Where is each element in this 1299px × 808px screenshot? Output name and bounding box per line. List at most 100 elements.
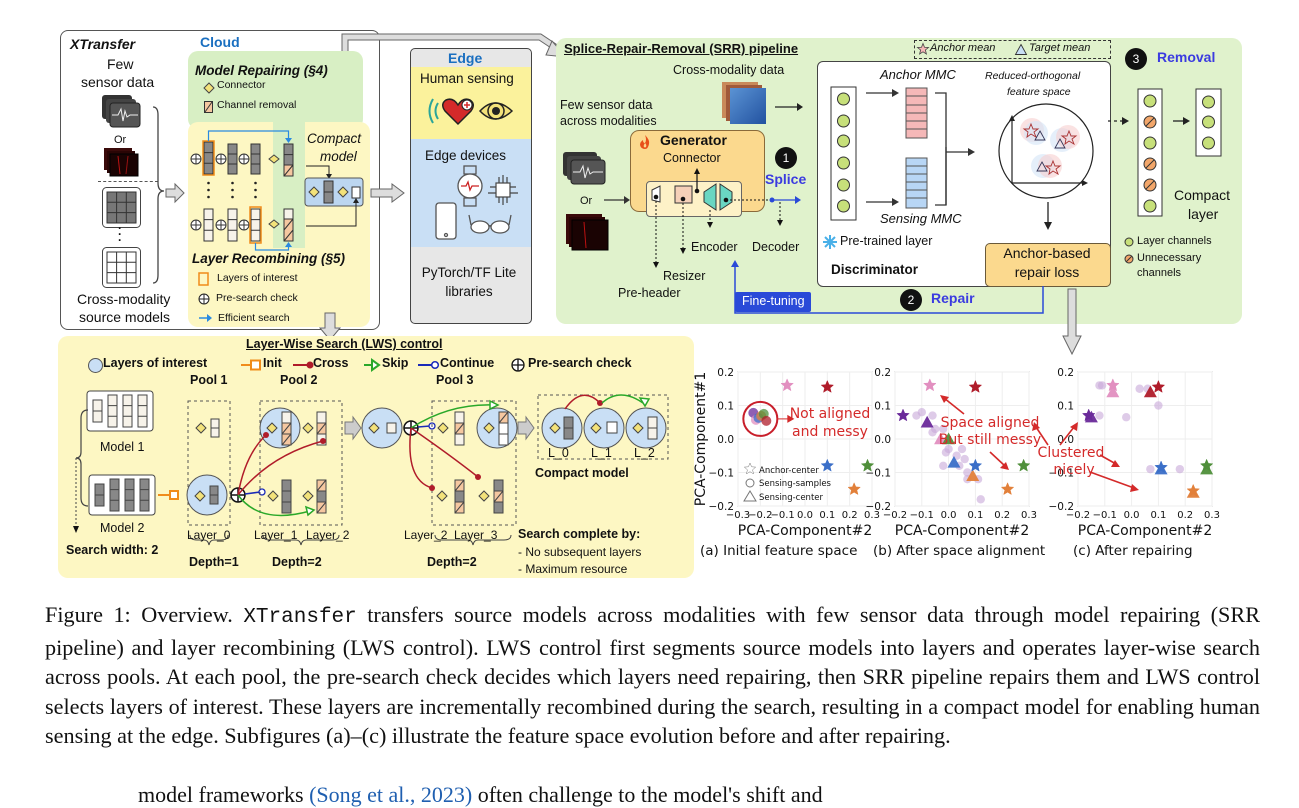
anchor-center-star: [1000, 482, 1015, 496]
lws-legend-presearch: Pre-search check: [528, 356, 632, 370]
legend-anchor-center: Anchor-center: [759, 466, 819, 476]
legend-star-icon: [743, 462, 757, 475]
subfigure-caption: (b) After space alignment: [873, 543, 1045, 559]
x-tick-label: 0.3: [1021, 510, 1037, 521]
presearch-check-icon: [198, 293, 210, 305]
search-complete-title: Search complete by:: [518, 527, 641, 541]
channel-removal-legend: Channel removal: [217, 99, 297, 111]
annotation-arrowhead: [1070, 422, 1078, 431]
sensing-sample-point: [1146, 464, 1155, 474]
sensing-mmc-label: Sensing MMC: [880, 211, 962, 226]
or-label: Or: [114, 134, 127, 146]
splice-arrow: [769, 196, 801, 204]
search-complete-item2: - Maximum resource: [518, 562, 628, 576]
y-tick-label: 0.2: [717, 367, 734, 379]
sensing-sample-point: [1122, 413, 1131, 422]
sensor-waveform-icon: [102, 95, 141, 128]
human-sensing-icons: [428, 98, 514, 126]
x-tick-label: −0.2: [1066, 510, 1090, 521]
step3-badge: 3: [1125, 48, 1147, 70]
anchor-center-star: [1106, 378, 1120, 392]
repair-loss-box: [985, 243, 1111, 287]
chip-icon: [488, 175, 518, 205]
x-axis-label: PCA-Component#2: [738, 523, 872, 539]
anchor-mmc-label: Anchor MMC: [880, 67, 956, 82]
sensing-center-triangle: [966, 469, 980, 482]
layers-of-interest-icon: [198, 272, 209, 286]
lws-compact-model-label: Compact model: [535, 466, 629, 480]
y-tick-label: −0.1: [866, 468, 892, 480]
pool2-label: Pool 2: [280, 373, 318, 387]
sensing-cluster-point: [761, 415, 772, 426]
arrow-to-edge: [370, 183, 405, 203]
few-sensor-across-line2: across modalities: [560, 114, 657, 128]
few-sensor-line2: sensor data: [81, 74, 155, 90]
layer-channels-legend: Layer channels: [1137, 235, 1212, 247]
preheader-label: Pre-header: [618, 286, 681, 300]
repair-label: Repair: [931, 290, 975, 306]
arrow-or-to-generator: [604, 196, 630, 204]
annotation-arrow: [943, 397, 965, 415]
feature-space-line2: feature space: [1007, 86, 1071, 98]
l1-label: L_1: [591, 446, 612, 460]
feature-space-line1: Reduced-orthogonal: [985, 70, 1081, 82]
depth2b-label: Depth=2: [427, 555, 477, 569]
step2-badge: 2: [900, 289, 922, 311]
model1-label: Model 1: [100, 440, 145, 454]
lws-legend-skip: Skip: [382, 356, 409, 370]
anchor-center-star: [820, 458, 835, 472]
dashed-divider: [98, 181, 158, 182]
depth1-label: Depth=1: [189, 555, 239, 569]
annotation-text: But still messy: [939, 432, 1041, 448]
model2-icon: [88, 474, 156, 516]
legend-sensing-samples: Sensing-samples: [759, 479, 832, 489]
anchor-center-star: [1186, 483, 1201, 497]
annotation-arrow: [1089, 471, 1135, 489]
x-tick-label: −0.1: [1093, 510, 1117, 521]
compact-model-box: [304, 165, 364, 227]
libraries-line1: PyTorch/TF Lite: [421, 265, 517, 280]
xtransfer-title: XTransfer: [70, 36, 136, 52]
channels-legend: channels: [1137, 267, 1182, 279]
sensing-sample-point: [939, 424, 948, 434]
layer0-label: Layer_0: [187, 528, 231, 542]
x-tick-label: 0.0: [941, 510, 957, 521]
anchor-center-star: [1151, 379, 1166, 393]
sensing-sample-point: [976, 495, 985, 504]
splice-label: Splice: [765, 171, 807, 187]
lws-legend-cross: Cross: [313, 356, 349, 370]
anchor-center-star: [968, 458, 983, 472]
annotation-text: nicely: [1053, 462, 1094, 478]
layer-channel-icon: [1124, 237, 1134, 247]
compact-layer-line1: Compact: [1174, 187, 1231, 203]
layer2b-label: Layer_2: [404, 528, 448, 542]
x-tick-label: −0.1: [910, 510, 934, 521]
sensing-sample-point: [928, 428, 937, 437]
lws-legend-layers: Layers of interest: [103, 356, 208, 370]
fire-icon: [640, 135, 650, 149]
sensing-sample-point: [928, 411, 937, 420]
y-tick-label: 0.0: [874, 434, 891, 446]
highlight-circle: [742, 400, 779, 437]
annotation-arrowhead: [1130, 484, 1139, 492]
source-models-line2: source models: [79, 309, 171, 325]
x-axis-label: PCA-Component#2: [1078, 523, 1212, 539]
sensor-heatmap-icon: [104, 148, 139, 177]
y-tick-label: −0.1: [709, 468, 735, 480]
removal-diagram: [1108, 88, 1222, 217]
annotation-arrow: [989, 451, 1006, 467]
caption-mono: XTransfer: [243, 606, 357, 629]
sensing-center-triangle: [1106, 385, 1120, 398]
search-width-label: Search width: 2: [66, 543, 159, 557]
y-tick-label: 0.1: [874, 401, 891, 413]
sensing-sample-point: [1175, 464, 1185, 474]
sensing-sample-point: [944, 444, 953, 454]
lws-graph: [158, 394, 669, 546]
channel-removal-icon: [204, 101, 213, 113]
x-tick-label: −0.2: [748, 510, 772, 521]
annotation-arrow: [1059, 426, 1075, 446]
resizer-label: Resizer: [663, 269, 706, 283]
x-tick-label: 0.2: [994, 510, 1010, 521]
layer-recombining-title: Layer Recombining (§5): [192, 251, 346, 266]
